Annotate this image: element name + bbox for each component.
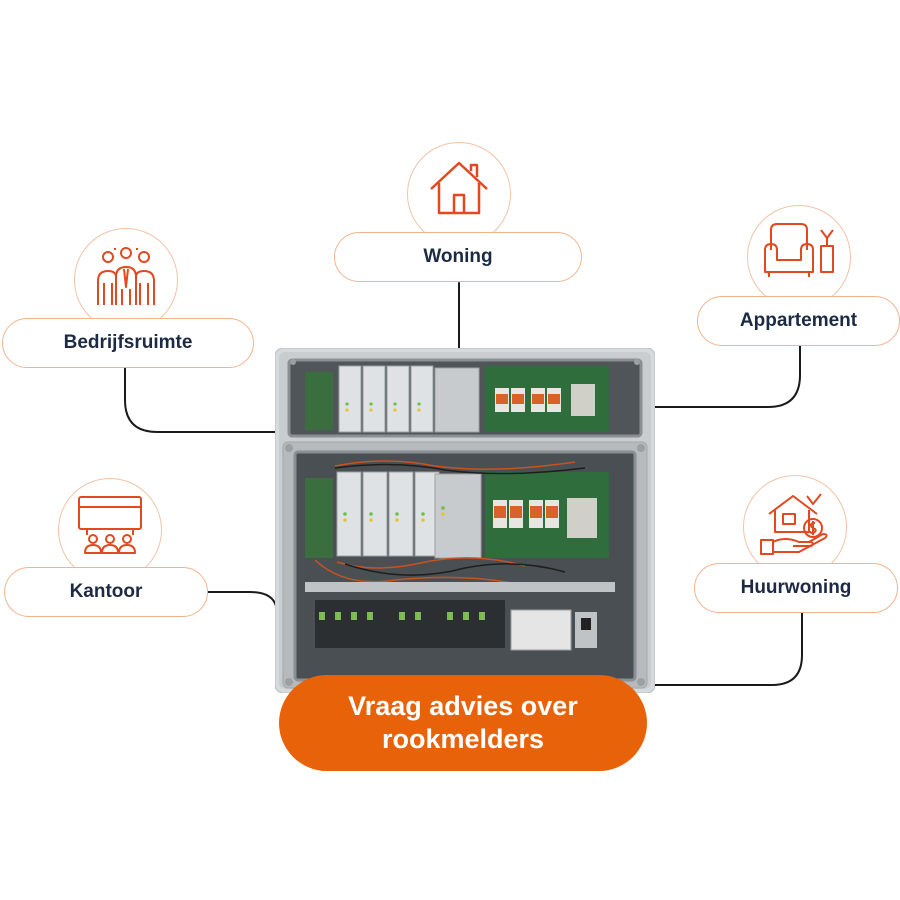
kantoor-label: Kantoor <box>69 581 143 602</box>
meeting-icon <box>78 496 142 554</box>
huurwoning-pill[interactable]: Huurwoning <box>694 563 898 613</box>
bedrijfsruimte-pill[interactable]: Bedrijfsruimte <box>2 318 254 368</box>
appartement-label: Appartement <box>739 310 858 331</box>
woning-pill[interactable]: Woning <box>334 232 582 282</box>
advice-cta-button[interactable]: Vraag advies over rookmelders <box>279 675 647 771</box>
woning-icon-circle <box>407 142 511 246</box>
appartement-icon-circle <box>747 205 851 309</box>
house-icon <box>430 161 488 215</box>
kantoor-icon-circle <box>58 478 162 582</box>
armchair-icon <box>764 223 834 277</box>
cta-line-1: Vraag advies over <box>348 691 578 721</box>
fire-alarm-control-cabinet-image <box>275 348 655 693</box>
huurwoning-label: Huurwoning <box>740 577 852 598</box>
rent-house-icon <box>760 493 828 555</box>
woning-label: Woning <box>423 246 493 267</box>
appartement-pill[interactable]: Appartement <box>697 296 900 346</box>
cta-line-2: rookmelders <box>381 724 545 754</box>
bedrijfsruimte-icon-circle <box>74 228 178 332</box>
bedrijfsruimte-label: Bedrijfsruimte <box>63 332 193 353</box>
team-icon <box>97 247 155 305</box>
kantoor-pill[interactable]: Kantoor <box>4 567 208 617</box>
